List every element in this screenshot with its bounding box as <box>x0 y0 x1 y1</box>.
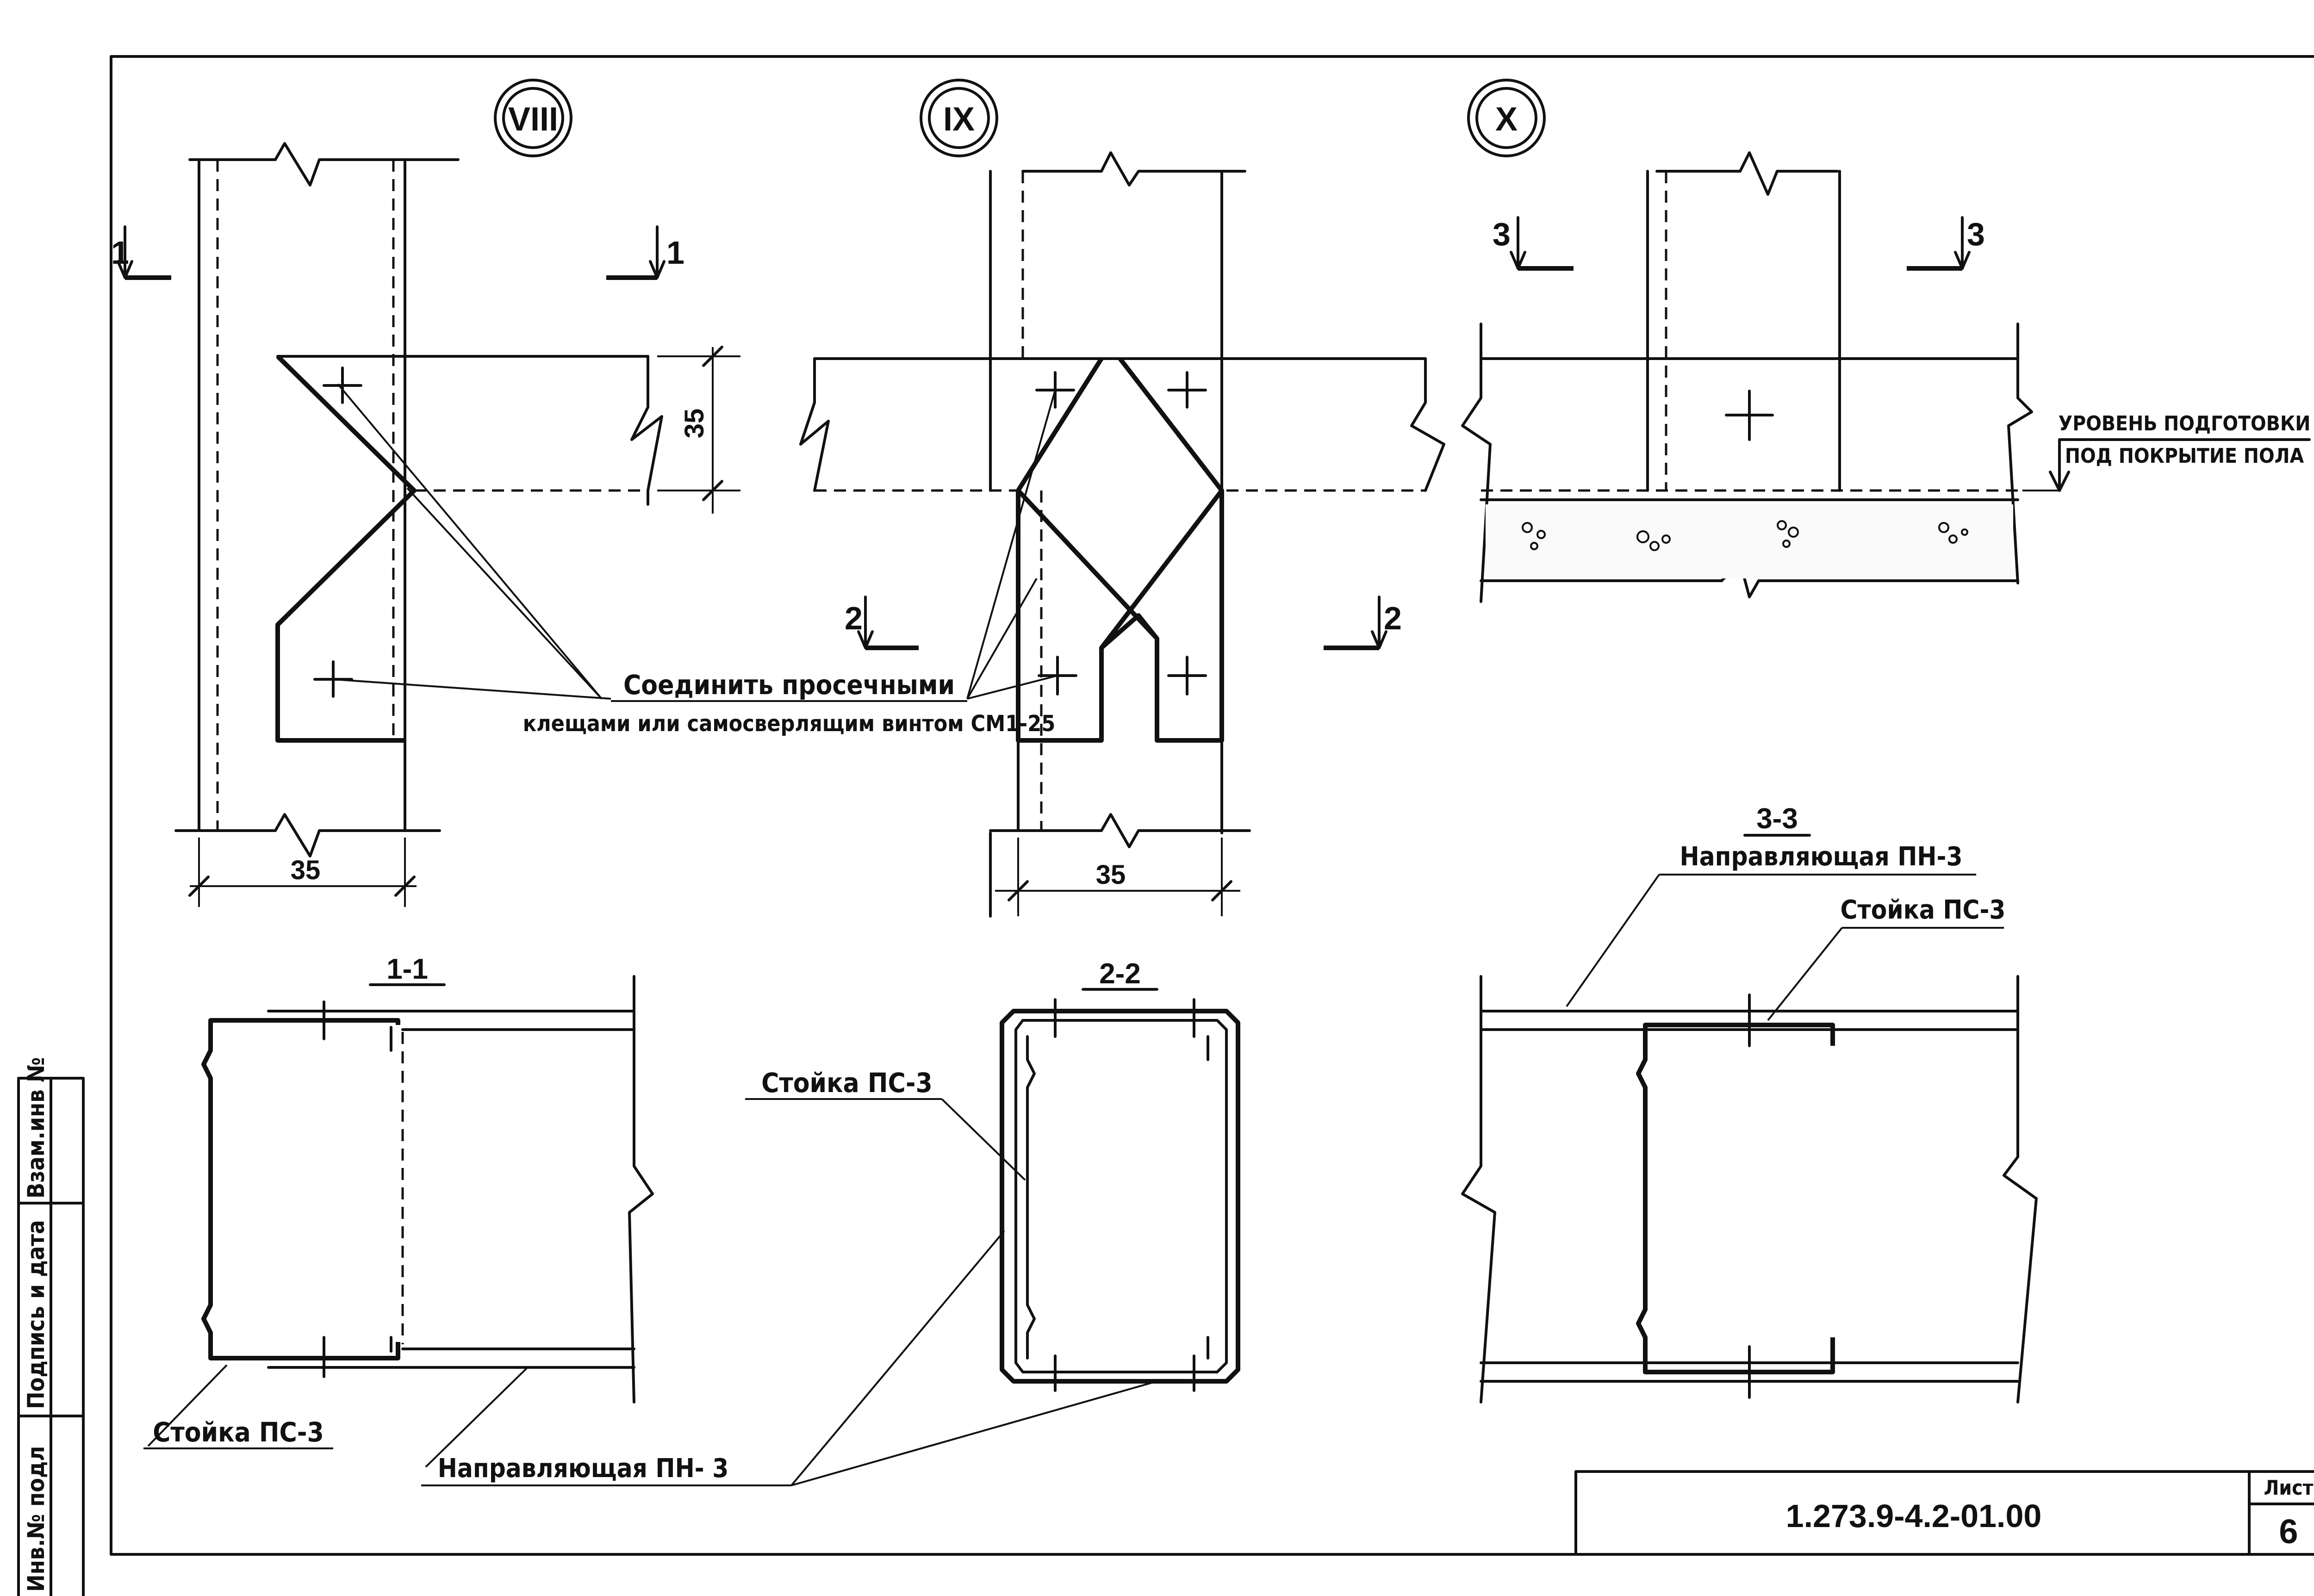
level-note-line1: УРОВЕНЬ ПОДГОТОВКИ <box>2059 412 2311 435</box>
svg-text:IX: IX <box>943 101 975 138</box>
level-note-line2: ПОД ПОКРЫТИЕ ПОЛА <box>2065 444 2304 468</box>
sheet-frame <box>110 55 2314 1556</box>
section-1-1-title: 1-1 <box>386 953 428 985</box>
stamp-inv-orig: Инв.№ подл <box>23 1446 50 1592</box>
svg-text:X: X <box>1495 101 1518 138</box>
section-cut-2-left: 2 <box>845 596 919 650</box>
detail-viii-drawing: 35 35 <box>174 142 740 907</box>
detail-x-drawing <box>1461 151 2033 603</box>
rail-label-bottom: Направляющая ПН- 3 <box>421 1453 791 1486</box>
detail-ix-drawing: 35 <box>799 151 1445 918</box>
stud-label-2-2: Стойка ПС-3 <box>761 1067 933 1099</box>
section-cut-3-right: 3 <box>1907 216 1985 271</box>
rail-label-bottom-text: Направляющая ПН- 3 <box>438 1453 729 1484</box>
rail-label-3-3: Направляющая ПН-3 <box>1680 842 1963 872</box>
connector-note: Соединить просечными клещами или самосве… <box>333 383 1058 737</box>
connect-note-line2: клещами или самосверлящим винтом СМ1-25 <box>523 711 1056 737</box>
detail-marker-x: X <box>1467 79 1546 157</box>
detail-marker-ix: IX <box>920 79 998 157</box>
section-2-2-title: 2-2 <box>1099 958 1141 990</box>
detail-marker-viii: VIII <box>494 79 572 157</box>
svg-text:2: 2 <box>845 600 863 636</box>
side-stamp: Инв.№ подл Подпись и дата Взам.инв № <box>17 1057 85 1596</box>
stamp-sign-date: Подпись и дата <box>23 1220 50 1410</box>
svg-text:3: 3 <box>1493 216 1511 252</box>
svg-text:2: 2 <box>1384 600 1402 636</box>
section-2-2: 2-2 Стойка ПС-3 <box>745 958 1240 1486</box>
stud-label-1-1: Стойка ПС-3 <box>153 1416 324 1448</box>
stud-label-3-3: Стойка ПС-3 <box>1841 895 2006 925</box>
section-cut-2-right: 2 <box>1324 596 1402 650</box>
floor-level-note: УРОВЕНЬ ПОДГОТОВКИ ПОД ПОКРЫТИЕ ПОЛА <box>2022 412 2311 492</box>
svg-text:VIII: VIII <box>508 101 558 138</box>
svg-text:1: 1 <box>111 235 129 271</box>
section-3-3-title: 3-3 <box>1756 803 1798 835</box>
dim-35-viii: 35 <box>291 855 321 885</box>
sheet-number: 6 <box>2279 1512 2298 1551</box>
section-1-1: 1-1 Стойка ПС-3 <box>143 953 654 1468</box>
sheet-label: Лист <box>2264 1476 2313 1500</box>
stamp-replace-inv: Взам.инв № <box>23 1057 50 1199</box>
dim-35-vertical: 35 <box>679 409 709 439</box>
section-cut-1-left: 1 <box>111 225 171 280</box>
svg-text:3: 3 <box>1967 216 1985 252</box>
connect-note-line1: Соединить просечными <box>623 669 955 701</box>
section-3-3: 3-3 Направляющая ПН-3 Стойка ПС-3 <box>1461 803 2038 1403</box>
section-cut-1-right: 1 <box>606 225 684 280</box>
title-block: 1.273.9-4.2-01.00 Лист 6 <box>1574 1470 2314 1556</box>
doc-number: 1.273.9-4.2-01.00 <box>1786 1498 2042 1534</box>
section-cut-3-left: 3 <box>1493 216 1574 271</box>
svg-text:1: 1 <box>666 235 684 271</box>
dim-35-ix: 35 <box>1096 860 1126 890</box>
